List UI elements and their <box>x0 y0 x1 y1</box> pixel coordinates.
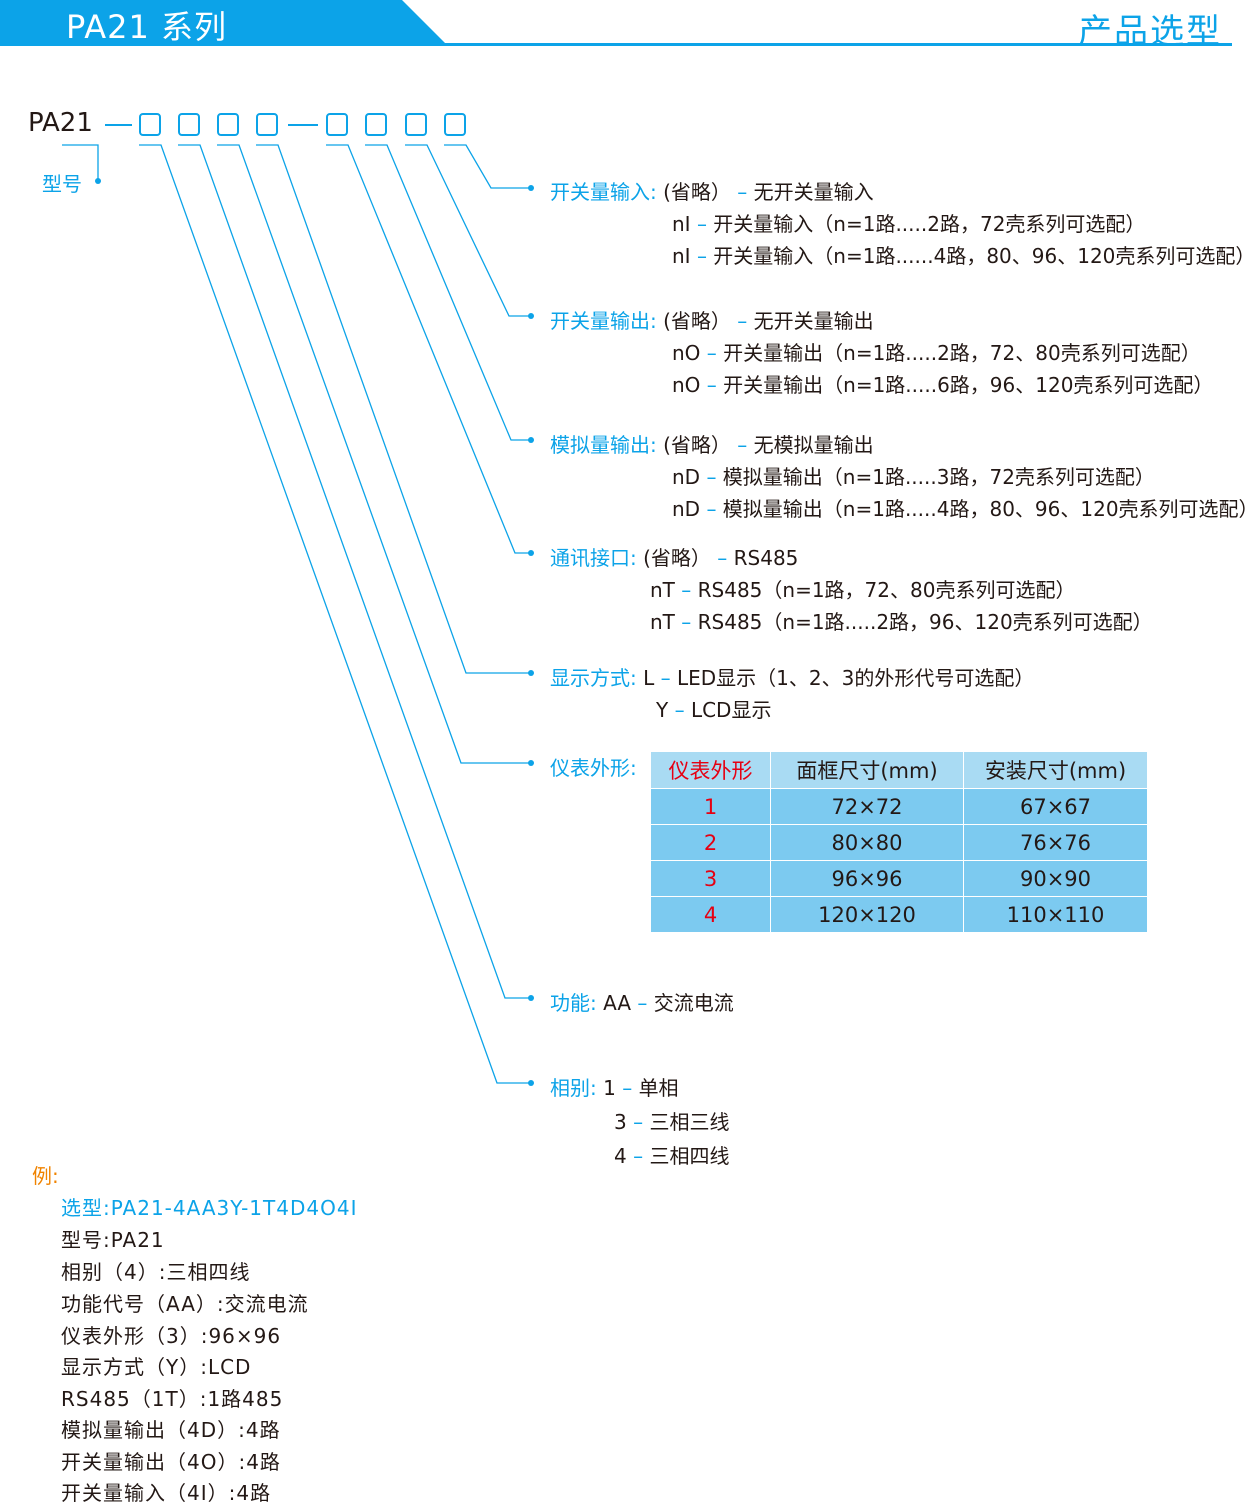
code-box-do <box>405 113 427 136</box>
frame-size-cell: 120×120 <box>770 896 964 933</box>
shape-code-cell: 1 <box>650 788 771 825</box>
option-comm-line-1: 通讯接口: (省略） – RS485 <box>550 546 799 570</box>
option-phase-line-2: 3 – 三相三线 <box>614 1110 730 1134</box>
model-dash-2 <box>288 124 318 126</box>
option-ao-line-1: 模拟量输出: (省略） – 无模拟量输出 <box>550 433 874 457</box>
frame-size-cell: 72×72 <box>770 788 964 825</box>
shape-table-header-cutout: 安装尺寸(mm) <box>963 751 1148 789</box>
cutout-size-cell: 90×90 <box>963 860 1148 897</box>
dot-comm <box>528 550 534 556</box>
option-do-line-1: 开关量输出: (省略） – 无开关量输出 <box>550 309 874 333</box>
example-line-model: 型号:PA21 <box>61 1228 165 1252</box>
option-di-line-3: nI – 开关量输入（n=1路......4路，80、96、120壳系列可选配） <box>672 244 1256 268</box>
shape-table-header-code: 仪表外形 <box>650 751 771 789</box>
code-box-comm <box>326 113 348 136</box>
connector-lines <box>62 144 534 1086</box>
connector-ao <box>365 144 530 441</box>
series-title: PA21 系列 <box>66 8 228 46</box>
example-line-function: 功能代号（AA）:交流电流 <box>61 1292 309 1316</box>
model-label: 型号 <box>42 172 82 196</box>
cutout-size-cell: 67×67 <box>963 788 1148 825</box>
table-row: 1 72×72 67×67 <box>650 788 1148 825</box>
connector-di <box>444 144 530 189</box>
connector-phase <box>139 144 530 1084</box>
example-line-di: 开关量输入（4I）:4路 <box>61 1481 272 1505</box>
cutout-size-cell: 110×110 <box>963 896 1148 933</box>
option-di-line-2: nI – 开关量输入（n=1路.....2路，72壳系列可选配） <box>672 212 1146 236</box>
header-tab <box>0 0 448 46</box>
example-line-do: 开关量输出（4O）:4路 <box>61 1450 281 1474</box>
option-ao-label: 模拟量输出: <box>550 433 657 457</box>
option-shape-label: 仪表外形: <box>550 756 637 780</box>
option-display-line-1: 显示方式: L – LED显示（1、2、3的外形代号可选配） <box>550 666 1035 690</box>
dot-do <box>528 313 534 319</box>
shape-code-cell: 2 <box>650 824 771 861</box>
option-display-line-2: Y – LCD显示 <box>656 698 772 722</box>
frame-size-cell: 80×80 <box>770 824 964 861</box>
dot-ao <box>528 437 534 443</box>
table-row: 2 80×80 76×76 <box>650 824 1148 861</box>
code-box-di <box>444 113 466 136</box>
table-row: 3 96×96 90×90 <box>650 860 1148 897</box>
section-title: 产品选型 <box>1078 12 1222 52</box>
code-box-ao <box>365 113 387 136</box>
example-heading: 例: <box>32 1164 59 1188</box>
example-selection-label: 选型: <box>61 1196 111 1220</box>
option-comm-label: 通讯接口: <box>550 546 637 570</box>
code-box-function <box>178 113 200 136</box>
connector-display <box>256 144 530 674</box>
model-prefix: PA21 <box>28 108 93 138</box>
example-line-phase: 相别（4）:三相四线 <box>61 1260 251 1284</box>
example-line-ao: 模拟量输出（4D）:4路 <box>61 1418 281 1442</box>
dot-di <box>528 185 534 191</box>
option-phase-line-3: 4 – 三相四线 <box>614 1144 730 1168</box>
model-dash-1 <box>105 124 132 126</box>
option-phase-label: 相别: <box>550 1076 597 1100</box>
header-rule <box>0 43 1232 46</box>
table-row: 4 120×120 110×110 <box>650 896 1148 933</box>
example-line-comm: RS485（1T）:1路485 <box>61 1387 284 1411</box>
cutout-size-cell: 76×76 <box>963 824 1148 861</box>
option-di-label: 开关量输入: <box>550 180 657 204</box>
option-ao-line-2: nD – 模拟量输出（n=1路.....3路，72壳系列可选配） <box>672 465 1155 489</box>
connector-comm <box>326 144 530 554</box>
code-box-phase <box>139 113 161 136</box>
option-do-line-3: nO – 开关量输出（n=1路.....6路，96、120壳系列可选配） <box>672 373 1214 397</box>
frame-size-cell: 96×96 <box>770 860 964 897</box>
connector-function <box>178 144 530 999</box>
connector-do <box>405 144 530 317</box>
option-do-label: 开关量输出: <box>550 309 657 333</box>
option-comm-line-3: nT – RS485（n=1路.....2路，96、120壳系列可选配） <box>650 610 1153 634</box>
option-phase-line-1: 相别: 1 – 单相 <box>550 1076 679 1100</box>
dot-display <box>528 670 534 676</box>
shape-code-cell: 3 <box>650 860 771 897</box>
shape-code-cell: 4 <box>650 896 771 933</box>
code-box-display <box>256 113 278 136</box>
shape-table-header-row: 仪表外形 面框尺寸(mm) 安装尺寸(mm) <box>650 751 1148 789</box>
option-display-label: 显示方式: <box>550 666 637 690</box>
option-di-line-1: 开关量输入: (省略） – 无开关量输入 <box>550 180 874 204</box>
model-connector <box>62 144 99 180</box>
example-line-display: 显示方式（Y）:LCD <box>61 1355 252 1379</box>
shape-table-header-frame: 面框尺寸(mm) <box>770 751 964 789</box>
dot-shape <box>528 760 534 766</box>
option-shape-line-1: 仪表外形: <box>550 752 637 781</box>
dot-phase <box>528 1080 534 1086</box>
option-ao-line-3: nD – 模拟量输出（n=1路.....4路，80、96、120壳系列可选配） <box>672 497 1259 521</box>
option-function-label: 功能: <box>550 991 597 1015</box>
dot-function <box>528 995 534 1001</box>
option-do-line-2: nO – 开关量输出（n=1路.....2路，72、80壳系列可选配） <box>672 341 1201 365</box>
example-selection-code: PA21-4AA3Y-1T4D4O4I <box>110 1196 358 1220</box>
option-function-line-1: 功能: AA – 交流电流 <box>550 991 734 1015</box>
code-box-shape <box>217 113 239 136</box>
example-selection: 选型:PA21-4AA3Y-1T4D4O4I <box>61 1192 357 1221</box>
option-comm-line-2: nT – RS485（n=1路，72、80壳系列可选配） <box>650 578 1076 602</box>
example-line-shape: 仪表外形（3）:96×96 <box>61 1324 282 1348</box>
shape-table: 仪表外形 面框尺寸(mm) 安装尺寸(mm) 1 72×72 67×67 2 8… <box>650 751 1148 933</box>
connector-shape <box>217 144 530 764</box>
model-dot <box>95 178 101 184</box>
